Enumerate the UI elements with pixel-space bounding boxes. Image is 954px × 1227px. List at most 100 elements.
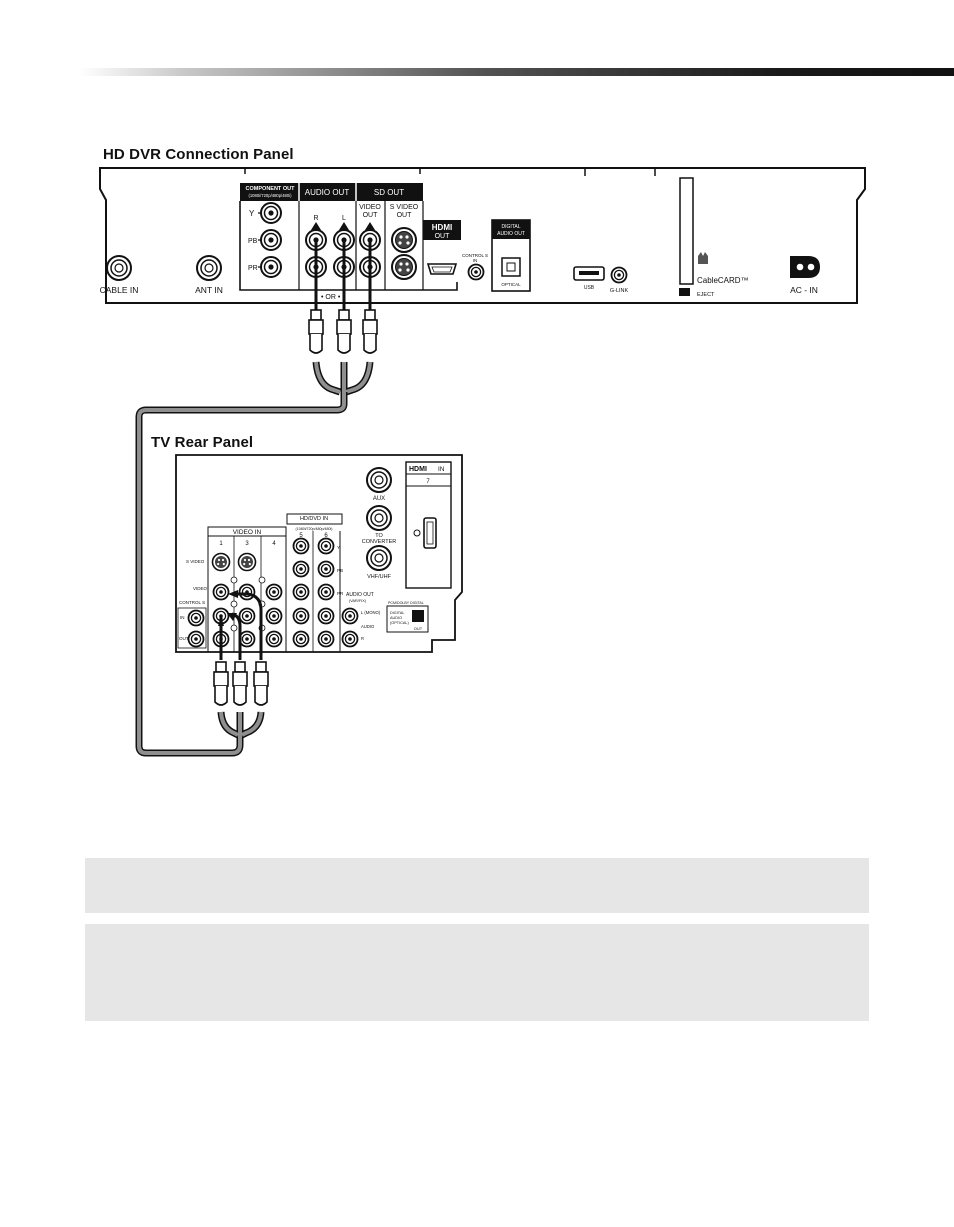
tv-hddvd5-pr-jack[interactable] (292, 583, 310, 601)
tv-audio-out-l-jack[interactable] (341, 607, 359, 625)
aux-label: AUX (373, 496, 385, 502)
optical-label: OPTICAL (501, 282, 521, 287)
video-in-num-4: 4 (272, 541, 276, 547)
tv-r-label: R (361, 636, 364, 641)
tv-hddvd6-pb-jack[interactable] (317, 560, 335, 578)
sd-out-label: SD OUT (374, 188, 404, 197)
component-pb-label: PB (248, 238, 258, 245)
cable-in-jack[interactable] (106, 255, 132, 281)
tv-hddvd5-pb-jack[interactable] (292, 560, 310, 578)
hdmi-port-number: 7 (426, 479, 430, 485)
glink-jack[interactable] (610, 266, 628, 284)
eject-button[interactable] (679, 288, 690, 296)
cable-in-label: CABLE IN (100, 285, 139, 295)
tv-digital-label-3: (OPTICAL) (390, 621, 410, 625)
note-box-2 (85, 924, 869, 1021)
aux-jack[interactable] (366, 467, 392, 493)
cablecard-slot[interactable] (679, 177, 694, 285)
ac-in-label: AC - IN (790, 285, 818, 295)
tv-control-s-out-jack[interactable] (187, 630, 205, 648)
tv-hddvd6-r-jack[interactable] (317, 630, 335, 648)
component-res-label: (1080i/720p/480p/480i) (248, 193, 292, 198)
ant-in-label: ANT IN (195, 285, 223, 295)
video-in-num-1: 1 (219, 541, 223, 547)
hdmi-in-label: IN (438, 466, 445, 473)
dvr-panel: CABLE IN ANT IN COMPONENT OUT (1080i/720… (99, 167, 866, 304)
control-s-label-2: IN (473, 258, 478, 263)
tv-digital-label-2: AUDIO (390, 616, 402, 620)
svideo-out-label-2: OUT (397, 212, 413, 219)
control-s-out-label: OUT (179, 636, 189, 641)
tv-hddvd5-r-jack[interactable] (292, 630, 310, 648)
tv-digital-label-1: DIGITAL (390, 611, 405, 615)
video-in-num-3: 3 (245, 541, 249, 547)
video-in-label: VIDEO IN (233, 529, 262, 536)
component-pb-jack[interactable] (260, 229, 282, 251)
hddvd-num-5: 5 (299, 533, 303, 539)
to-converter-jack[interactable] (366, 505, 392, 531)
tv-audio-out-label: AUDIO OUT (346, 592, 374, 598)
tv-hddvd6-pr-jack[interactable] (317, 583, 335, 601)
hddvd-in-label: HD/DVD IN (300, 516, 328, 522)
tv-panel: AUX TO CONVERTER VHF/UHF HDMI IN 7 VIDEO… (175, 454, 463, 653)
tv-hddvd5-l-jack[interactable] (292, 607, 310, 625)
hddvd-num-6: 6 (324, 533, 328, 539)
video-out-label-2: OUT (363, 212, 379, 219)
control-s-label-1: CONTROL S (462, 253, 488, 258)
tv-plug-video (213, 661, 229, 706)
cablecard-icon (698, 252, 708, 264)
digital-audio-label-1: DIGITAL (501, 224, 520, 230)
tv-audio-r-3-jack[interactable] (238, 630, 256, 648)
video-out-label-1: VIDEO (359, 204, 381, 211)
hddvd-pr-label: PR (337, 591, 344, 596)
hdmi-in-logo: HDMI (409, 466, 427, 473)
tv-plug-audio-r (253, 661, 269, 706)
dvr-cable-bundle (135, 222, 375, 757)
tv-video-4-jack[interactable] (265, 583, 283, 601)
tv-hddvd6-l-jack[interactable] (317, 607, 335, 625)
tv-audio-l-4-jack[interactable] (265, 607, 283, 625)
ac-in-socket[interactable] (790, 256, 820, 278)
svideo-out-jack[interactable] (391, 227, 417, 253)
tv-hddvd6-y-jack[interactable] (317, 537, 335, 555)
audio-r-label: R (313, 215, 318, 222)
tv-audio-r-4-jack[interactable] (265, 630, 283, 648)
tv-digital-out-label: OUT (414, 626, 423, 631)
ant-in-jack[interactable] (196, 255, 222, 281)
audio-l-label: L (342, 215, 346, 222)
tv-panel-title: TV Rear Panel (151, 434, 254, 451)
to-converter-label-2: CONVERTER (362, 539, 396, 545)
tv-control-s-in-jack[interactable] (187, 609, 205, 627)
tv-optical-out-port[interactable] (412, 610, 424, 622)
vhf-uhf-label: VHF/UHF (367, 574, 391, 580)
tv-audio-l-3-jack[interactable] (238, 607, 256, 625)
or-label: • OR • (321, 294, 341, 301)
tv-audio-out-r-jack[interactable] (341, 630, 359, 648)
hddvd-pb-label: PB (337, 568, 343, 573)
tv-video-3-jack[interactable] (238, 583, 256, 601)
audio-out-label: AUDIO OUT (305, 188, 350, 197)
tv-plug-audio-l (232, 661, 248, 706)
tv-svideo-3-jack[interactable] (237, 552, 257, 572)
svideo-out2-jack[interactable] (391, 254, 417, 280)
tv-l-mono-label: L (MONO) (361, 610, 381, 615)
header-rule (80, 68, 954, 76)
hdmi-out-label: OUT (435, 233, 451, 240)
tv-svideo-1-jack[interactable] (211, 552, 231, 572)
vhf-uhf-jack[interactable] (366, 545, 392, 571)
tv-hddvd5-y-jack[interactable] (292, 537, 310, 555)
control-s-in-label: IN (180, 615, 185, 620)
control-s-label: CONTROL S (179, 600, 205, 605)
dvr-panel-title: HD DVR Connection Panel (103, 146, 294, 163)
component-pr-jack[interactable] (260, 256, 282, 278)
component-y-jack[interactable] (260, 202, 282, 224)
tv-video-1-jack[interactable] (212, 583, 230, 601)
svideo-out-label-1: S VIDEO (390, 204, 419, 211)
note-box-1 (85, 858, 869, 913)
hddvd-res-label: (1080i/720p/480p/480i) (296, 527, 333, 531)
control-s-in-jack[interactable] (467, 263, 485, 281)
usb-label: USB (584, 285, 595, 291)
digital-audio-label-2: AUDIO OUT (497, 231, 525, 237)
tv-cable-bundle (217, 590, 265, 739)
